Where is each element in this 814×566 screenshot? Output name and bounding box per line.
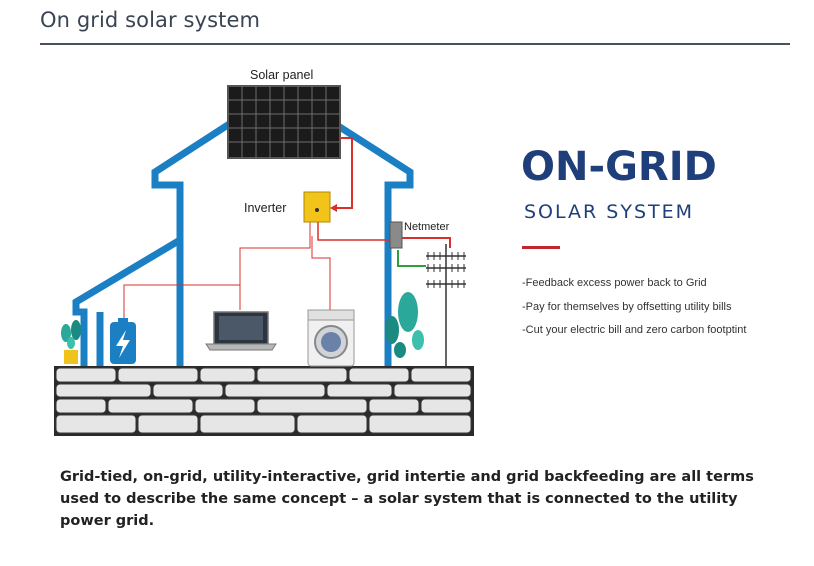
bullet-3: -Cut your electric bill and zero carbon … [522, 324, 746, 336]
subheadline: SOLAR SYSTEM [524, 201, 694, 223]
washing-machine-icon [307, 309, 355, 367]
inverter-unit [303, 191, 331, 223]
bullet-2: -Pay for themselves by offsetting utilit… [522, 301, 732, 313]
battery-icon [110, 318, 136, 364]
on-grid-diagram: Solar panel Inverter Netmeter [54, 68, 746, 436]
netmeter-label: Netmeter [404, 221, 450, 233]
utility-pole-icon [426, 244, 466, 366]
netmeter-unit [389, 221, 403, 249]
plant-left-icon [61, 320, 81, 364]
page-title: On grid solar system [40, 8, 261, 32]
headline: ON-GRID [521, 144, 717, 190]
solar-panel-label: Solar panel [250, 68, 313, 82]
solar-panel [227, 85, 341, 159]
title-divider [40, 43, 790, 45]
caption: Grid-tied, on-grid, utility-interactive,… [60, 469, 754, 529]
accent-rule [522, 246, 560, 249]
laptop-icon [205, 311, 277, 351]
stone-wall [54, 366, 474, 436]
plant-right-icon [385, 292, 424, 358]
wiring [123, 137, 451, 322]
bullet-1: -Feedback excess power back to Grid [522, 277, 707, 289]
inverter-label: Inverter [244, 201, 286, 215]
